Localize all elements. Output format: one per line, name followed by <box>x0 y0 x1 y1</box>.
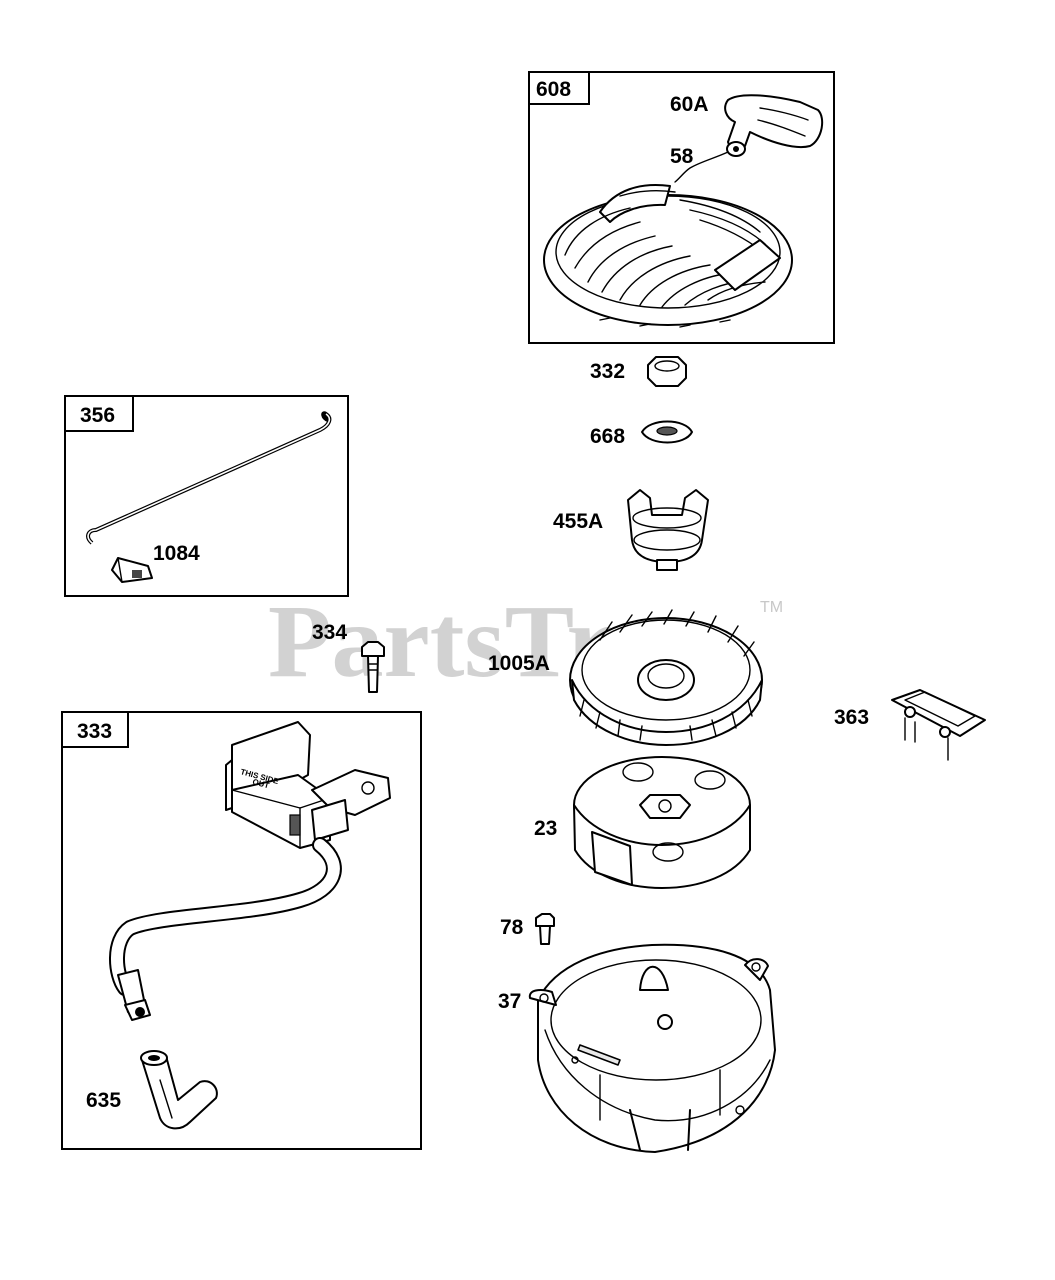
label-334: 334 <box>312 621 347 644</box>
nut-332[interactable] <box>647 356 687 387</box>
label-23: 23 <box>534 817 557 840</box>
box-333-label: 333 <box>77 720 112 743</box>
bracket-363[interactable] <box>891 689 986 761</box>
label-37: 37 <box>498 990 521 1013</box>
ground-wire[interactable] <box>86 411 332 545</box>
label-60a: 60A <box>670 93 709 116</box>
starter-handle[interactable] <box>724 94 824 157</box>
label-78: 78 <box>500 916 524 939</box>
label-58: 58 <box>670 145 694 168</box>
spark-plug-boot-635[interactable] <box>140 1050 218 1130</box>
label-1084: 1084 <box>153 542 200 565</box>
coil-text-line2: OUT <box>251 777 270 790</box>
label-635: 635 <box>86 1089 121 1112</box>
label-363: 363 <box>834 706 869 729</box>
blower-housing[interactable] <box>543 184 793 328</box>
box-608[interactable]: 608 <box>528 71 835 344</box>
ignition-armature[interactable]: THIS SIDE OUT <box>225 721 391 849</box>
watermark-trademark: TM <box>760 599 783 616</box>
ignition-cable[interactable] <box>109 837 342 1021</box>
backplate-37[interactable] <box>528 943 776 1153</box>
box-608-label: 608 <box>536 78 571 101</box>
box-356-label: 356 <box>80 404 115 427</box>
starter-cup-455a[interactable] <box>627 489 709 571</box>
box-333[interactable]: 333 <box>61 711 422 1150</box>
flywheel-23[interactable] <box>573 756 751 889</box>
flywheel-1005a[interactable] <box>569 609 763 746</box>
label-1005a: 1005A <box>488 652 550 675</box>
callout-labels: 60A 58 332 668 455A 1084 334 1005A 363 2… <box>86 93 869 1112</box>
label-668: 668 <box>590 425 625 448</box>
washer-668[interactable] <box>641 420 693 444</box>
box-356[interactable]: 356 <box>64 395 349 597</box>
label-455a: 455A <box>553 510 603 533</box>
starter-rope[interactable] <box>674 151 729 183</box>
label-332: 332 <box>590 360 625 383</box>
bolt-334[interactable] <box>361 641 385 693</box>
clip-1084[interactable] <box>111 557 153 583</box>
screw-78[interactable] <box>535 913 555 945</box>
